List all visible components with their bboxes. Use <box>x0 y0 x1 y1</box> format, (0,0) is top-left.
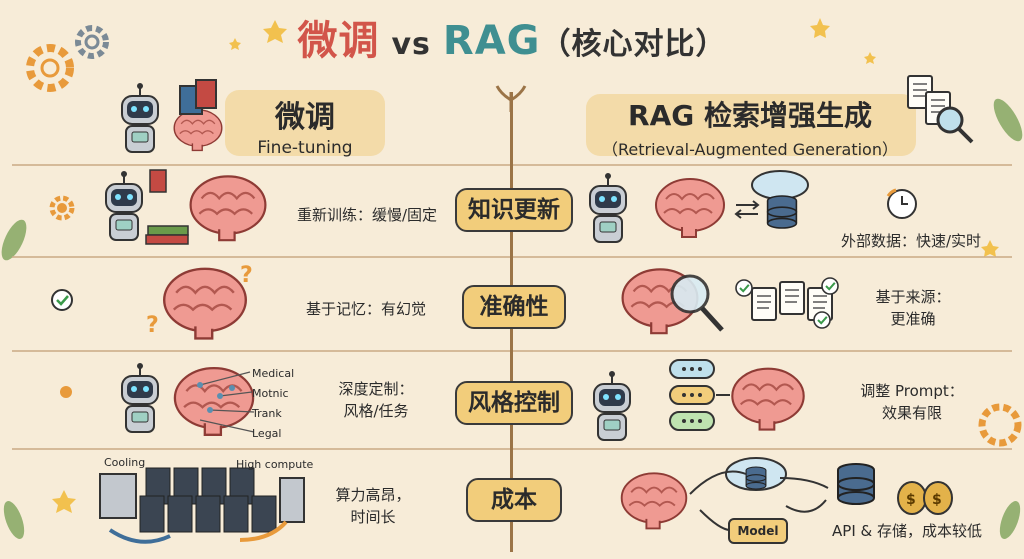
right-header: RAG 检索增强生成 （Retrieval-Augmented Generati… <box>570 94 930 160</box>
svg-text:?: ? <box>240 263 253 288</box>
robot-icon <box>121 82 159 153</box>
style-control-rag-line2: 效果有限 <box>881 404 942 422</box>
book-stack-icon <box>145 169 189 245</box>
robot-icon <box>121 362 159 433</box>
left-header-subtitle: Fine-tuning <box>257 138 353 158</box>
title-vs: vs <box>391 27 431 62</box>
cost-finetune-line1: 算力高昂， <box>335 486 411 504</box>
cost-finetune-line2: 时间长 <box>350 508 396 526</box>
page-title: 微调 vs RAG（核心对比） <box>0 8 1024 66</box>
row-label-knowledge-update: 知识更新 <box>455 188 573 232</box>
style-control-finetune: 深度定制： 风格/任务 <box>316 378 436 422</box>
star-icon <box>52 18 999 513</box>
brain-icon <box>189 175 267 242</box>
gear-icon <box>49 195 75 221</box>
cost-rag: API & 存储，成本较低 <box>832 522 982 540</box>
left-header-title: 微调 <box>275 100 335 135</box>
brain-icon <box>173 109 223 152</box>
svg-text:?: ? <box>146 313 159 338</box>
gear-icon <box>26 44 74 92</box>
gear-icon <box>75 25 109 59</box>
cooling-label: Cooling <box>104 456 146 469</box>
domain-label: Legal <box>252 427 282 440</box>
prompt-bubbles-icon <box>669 359 730 431</box>
knowledge-update-rag: 外部数据：快速/实时 <box>840 232 982 250</box>
book-icon <box>179 79 217 115</box>
title-finetune: 微调 <box>297 18 380 64</box>
timer-icon <box>886 188 917 219</box>
brain-magnifier-icon <box>621 268 724 335</box>
right-header-subtitle: （Retrieval-Augmented Generation） <box>602 140 898 159</box>
robot-icon <box>105 170 143 241</box>
style-control-rag: 调整 Prompt： 效果有限 <box>842 380 982 424</box>
cost-finetune: 算力高昂， 时间长 <box>318 484 428 528</box>
accuracy-finetune: 基于记忆：有幻觉 <box>305 300 426 318</box>
knowledge-update-finetune: 重新训练：缓慢/固定 <box>296 206 438 224</box>
right-header-title: RAG 检索增强生成 <box>628 99 872 132</box>
domain-label: Motnic <box>252 387 289 400</box>
brain-icon <box>162 267 248 340</box>
database-icon <box>837 463 875 505</box>
title-sub: （核心对比） <box>540 27 727 62</box>
svg-text:$: $ <box>932 492 942 508</box>
cloud-database-icon <box>751 170 809 229</box>
row-label-cost: 成本 <box>466 478 562 522</box>
svg-text:$: $ <box>906 492 916 508</box>
cloud-database-icon <box>725 457 787 491</box>
accuracy-rag-line1: 基于来源： <box>875 288 951 306</box>
gear-icon <box>978 403 1022 447</box>
robot-icon <box>589 172 627 243</box>
brain-icon <box>731 367 805 431</box>
row-label-accuracy: 准确性 <box>462 285 566 329</box>
gear-icon <box>57 203 67 213</box>
brain-icon <box>620 472 688 530</box>
domain-labels: Medical Motnic Trank Legal <box>252 364 294 444</box>
money-bag-icon: $ $ <box>897 481 953 515</box>
right-header-bg <box>586 94 916 156</box>
accuracy-rag: 基于来源： 更准确 <box>858 286 968 330</box>
style-control-finetune-line2: 风格/任务 <box>343 402 409 420</box>
leaf-icon <box>1 98 1023 539</box>
robot-icon <box>593 370 631 441</box>
document-magnifier-icon <box>907 75 974 144</box>
model-badge: Model <box>728 518 788 544</box>
check-icon <box>50 288 74 312</box>
left-header-bg <box>225 90 385 156</box>
question-mark-icon: ? ? <box>146 263 253 338</box>
left-header: 微调 Fine-tuning <box>190 92 420 158</box>
high-compute-label: High compute <box>236 458 314 471</box>
domain-label: Trank <box>252 407 282 420</box>
verified-documents-icon <box>734 276 840 330</box>
brain-icon <box>655 178 725 238</box>
style-control-finetune-line1: 深度定制： <box>338 380 414 398</box>
title-rag: RAG <box>442 18 541 64</box>
gear-icon <box>60 386 72 398</box>
style-control-rag-line1: 调整 Prompt： <box>860 382 964 400</box>
brain-network-icon <box>173 366 255 436</box>
arrows-icon <box>734 200 760 219</box>
accuracy-rag-line2: 更准确 <box>890 310 936 328</box>
server-rack-icon <box>99 467 305 544</box>
domain-label: Medical <box>252 367 295 380</box>
row-label-style-control: 风格控制 <box>455 381 573 425</box>
